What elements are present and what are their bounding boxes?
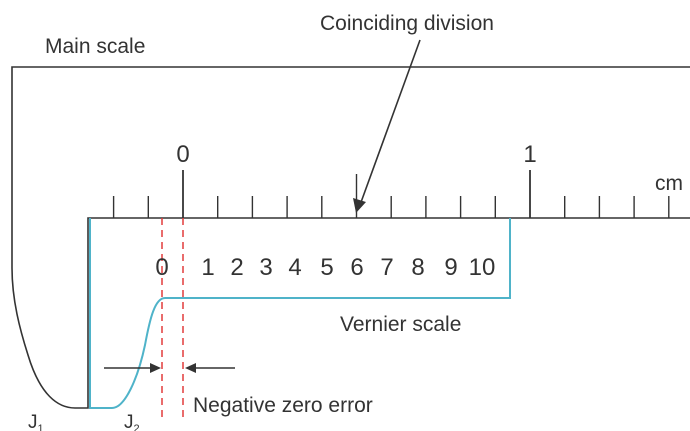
vernier-scale-outline xyxy=(89,218,511,409)
jaw-2-label: J2 xyxy=(124,412,140,431)
vernier-number: 0 xyxy=(155,254,168,281)
coinciding-division-label: Coinciding division xyxy=(320,12,494,35)
main-scale-number-1: 1 xyxy=(523,141,536,168)
vernier-number: 10 xyxy=(469,254,496,281)
vernier-number: 4 xyxy=(288,254,301,281)
vernier-scale-label: Vernier scale xyxy=(340,313,461,336)
vernier-number: 8 xyxy=(411,254,424,281)
vernier-number: 9 xyxy=(444,254,457,281)
vernier-number: 2 xyxy=(230,254,243,281)
main-scale-ticks xyxy=(112,170,670,218)
vernier-number: 3 xyxy=(259,254,272,281)
jaw-1-label: J1 xyxy=(28,412,44,431)
main-scale-body xyxy=(11,66,690,409)
vernier-number: 6 xyxy=(350,254,363,281)
zero-error-right-arrowhead xyxy=(185,363,196,373)
vernier-number: 7 xyxy=(380,254,393,281)
vernier-number: 5 xyxy=(320,254,333,281)
zero-error-left-arrowhead xyxy=(150,363,161,373)
coinciding-division-arrow-line xyxy=(359,39,421,206)
main-scale-label: Main scale xyxy=(45,35,145,58)
negative-zero-error-label: Negative zero error xyxy=(193,394,373,417)
main-scale-number-0: 0 xyxy=(176,141,189,168)
unit-label: cm xyxy=(655,172,683,195)
coinciding-division-arrowhead xyxy=(353,198,366,213)
vernier-number: 1 xyxy=(201,254,214,281)
